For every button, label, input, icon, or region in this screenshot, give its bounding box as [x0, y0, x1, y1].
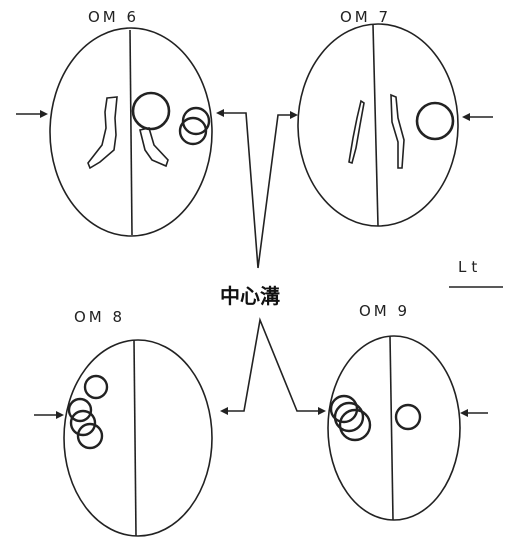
midline [130, 30, 132, 235]
arrowhead [40, 110, 48, 118]
arrowhead [220, 407, 228, 415]
sulcus-left [88, 97, 117, 168]
arrowhead [462, 113, 470, 121]
central-sulcus-pointers [216, 109, 326, 415]
arrowhead [290, 111, 298, 119]
lesion [417, 103, 453, 139]
midline [373, 25, 378, 226]
sulcus-right [391, 95, 404, 168]
side-arrows [16, 110, 493, 419]
panel-label-om7: OM 7 [340, 8, 391, 26]
midline [134, 340, 136, 536]
sulcus-left [349, 101, 364, 163]
arrowhead [460, 409, 468, 417]
sulcus-right [140, 128, 168, 166]
panel-label-om6: OM 6 [88, 8, 139, 26]
lesion [180, 118, 206, 144]
lesion [85, 376, 107, 398]
panel-label-om8: OM 8 [74, 308, 125, 326]
lesion [133, 93, 169, 129]
slice-outline [64, 340, 212, 536]
panel-label-om9: OM 9 [359, 302, 410, 320]
central-sulcus-label: 中心溝 [220, 280, 280, 309]
side-label-lt: Lt [458, 258, 482, 276]
midline [390, 336, 393, 520]
slice-outline [328, 336, 460, 520]
panel-om6 [50, 28, 212, 236]
arrowhead [56, 411, 64, 419]
panel-om8 [64, 340, 212, 536]
lesion [396, 405, 420, 429]
arrowhead [216, 109, 224, 117]
panel-om7 [298, 24, 458, 226]
pointer-upper [218, 113, 296, 268]
panel-om9 [328, 336, 460, 520]
arrowhead [318, 407, 326, 415]
pointer-lower [222, 320, 324, 411]
